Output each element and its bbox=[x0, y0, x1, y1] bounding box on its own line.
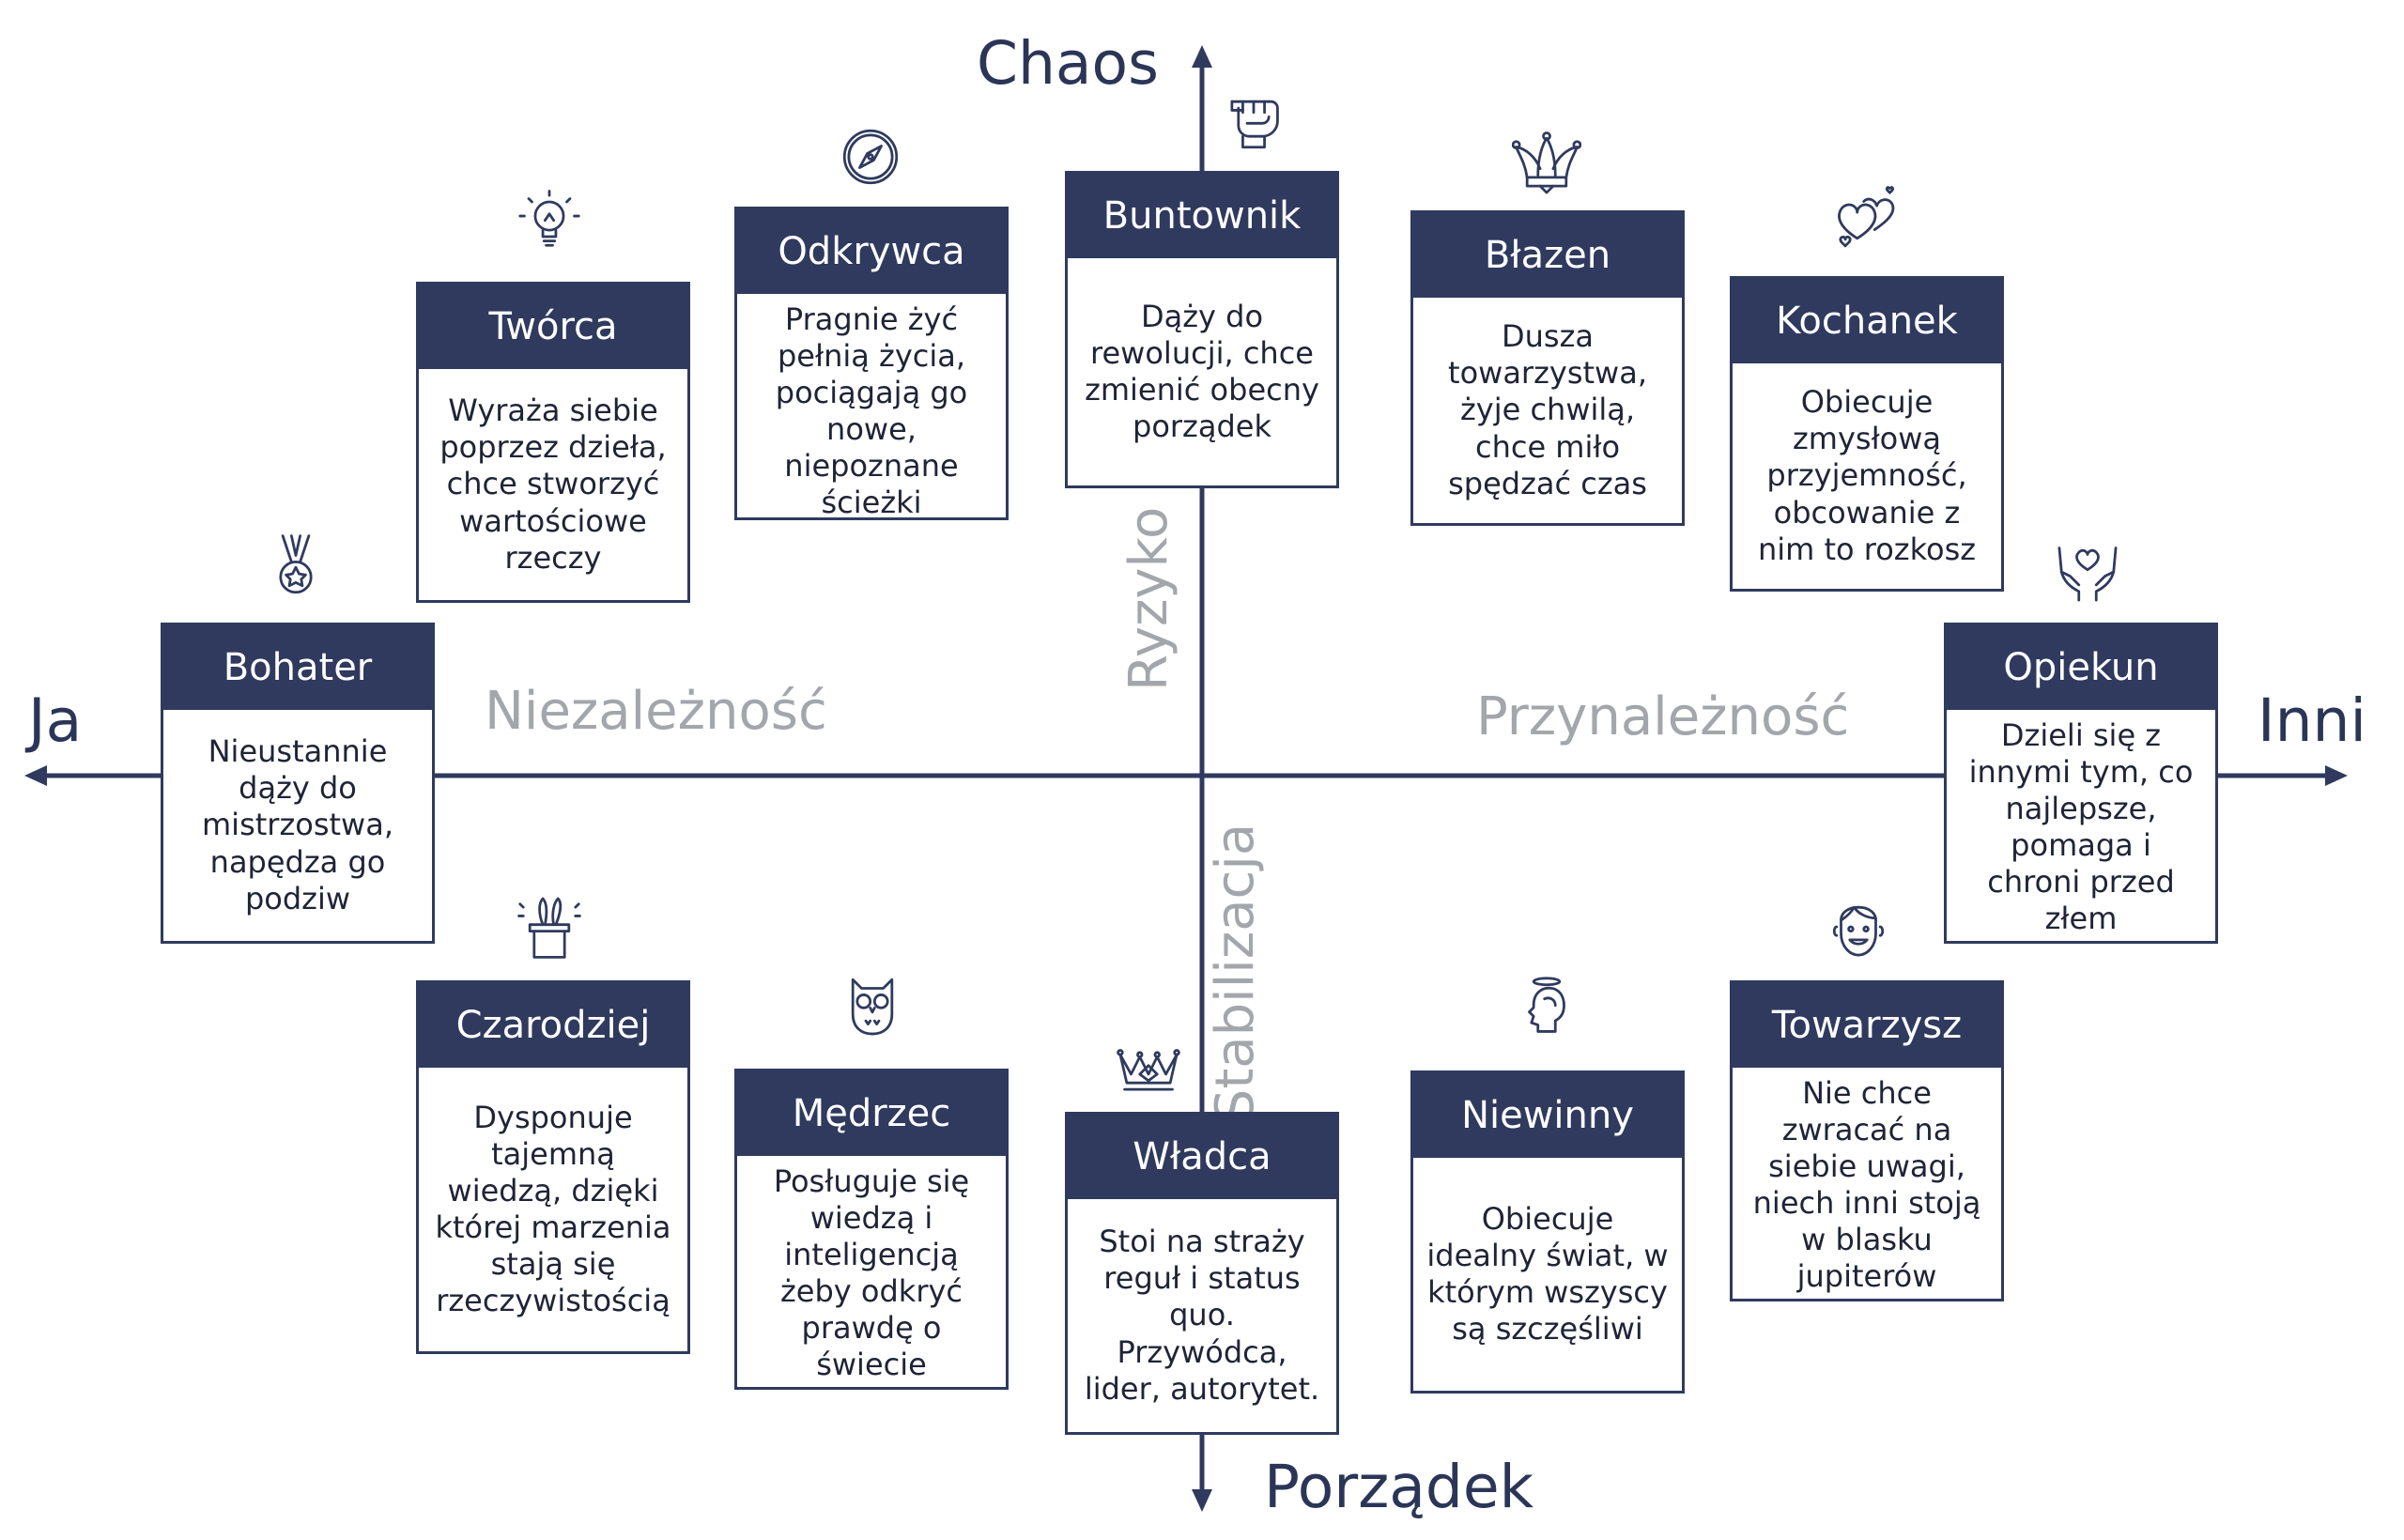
card-buntownik: Buntownik Dąży do rewolucji, chce zmieni… bbox=[1065, 171, 1339, 488]
crown-icon bbox=[1114, 1033, 1183, 1102]
jester-hat-icon bbox=[1512, 130, 1581, 199]
owl-icon bbox=[838, 971, 907, 1040]
card-opiekun: Opiekun Dzieli się z innymi tym, co najl… bbox=[1944, 623, 2218, 944]
card-kochanek: Kochanek Obiecuje zmysłową przyjemność, … bbox=[1730, 276, 2004, 592]
card-title: Twórca bbox=[419, 285, 687, 369]
card-bohater: Bohater Nieustannie dąży do mistrzostwa,… bbox=[161, 623, 435, 944]
axis-label-ryzyko: Ryzyko bbox=[1118, 506, 1179, 691]
card-title: Odkrywca bbox=[737, 209, 1006, 294]
lightbulb-icon bbox=[515, 188, 584, 257]
card-title: Władca bbox=[1068, 1115, 1336, 1199]
card-title: Niewinny bbox=[1413, 1073, 1682, 1158]
card-wladca: Władca Stoi na straży reguł i status quo… bbox=[1065, 1112, 1339, 1435]
card-niewinny: Niewinny Obiecuje idealny świat, w który… bbox=[1410, 1070, 1685, 1394]
fist-icon bbox=[1219, 86, 1288, 156]
card-tworca: Twórca Wyraża siebie poprzez dzieła, chc… bbox=[416, 282, 690, 603]
caring-hands-icon bbox=[2053, 537, 2122, 607]
magic-hat-icon bbox=[515, 892, 584, 962]
arrow-left bbox=[24, 765, 47, 786]
arrow-down bbox=[1192, 1489, 1212, 1512]
card-description: Dusza towarzystwa, żyje chwilą, chce mił… bbox=[1448, 318, 1647, 501]
card-title: Czarodziej bbox=[419, 983, 687, 1068]
compass-icon bbox=[836, 122, 905, 192]
axis-label-przynaleznosc: Przynależność bbox=[1476, 686, 1850, 747]
card-title: Kochanek bbox=[1733, 279, 2001, 363]
card-title: Towarzysz bbox=[1733, 983, 2001, 1068]
card-title: Buntownik bbox=[1068, 174, 1336, 258]
card-title: Mędrzec bbox=[737, 1071, 1006, 1156]
card-description: Obiecuje idealny świat, w którym wszyscy… bbox=[1426, 1200, 1669, 1348]
halo-head-icon bbox=[1512, 973, 1581, 1042]
axis-label-chaos: Chaos bbox=[977, 29, 1159, 98]
card-description: Nie chce zwracać na siebie uwagi, niech … bbox=[1752, 1075, 1981, 1295]
card-description: Dąży do rewolucji, chce zmienić obecny p… bbox=[1085, 298, 1319, 445]
card-title: Opiekun bbox=[1947, 625, 2215, 710]
hearts-icon bbox=[1831, 184, 1901, 254]
axis-label-stabilizacja: Stabilizacja bbox=[1205, 823, 1266, 1123]
axis-label-ja: Ja bbox=[28, 686, 83, 755]
card-towarzysz: Towarzysz Nie chce zwracać na siebie uwa… bbox=[1730, 980, 2004, 1301]
card-description: Nieustannie dąży do mistrzostwa, napędza… bbox=[202, 733, 393, 916]
card-title: Błazen bbox=[1413, 213, 1682, 298]
card-medrzec: Mędrzec Posługuje się wiedzą i inteligen… bbox=[734, 1069, 1009, 1390]
medal-icon bbox=[261, 531, 331, 601]
smiling-face-icon bbox=[1824, 892, 1893, 962]
arrow-up bbox=[1192, 45, 1212, 68]
card-description: Posługuje się wiedzą i inteligencją żeby… bbox=[773, 1163, 970, 1383]
card-description: Dysponuje tajemną wiedzą, dzięki której … bbox=[435, 1099, 671, 1319]
arrow-right bbox=[2325, 765, 2348, 786]
card-description: Dzieli się z innymi tym, co najlepsze, p… bbox=[1968, 717, 2194, 937]
card-title: Bohater bbox=[163, 625, 432, 710]
card-description: Wyraża siebie poprzez dzieła, chce stwor… bbox=[439, 393, 667, 576]
card-blazen: Błazen Dusza towarzystwa, żyje chwilą, c… bbox=[1410, 210, 1685, 526]
card-odkrywca: Odkrywca Pragnie żyć pełnią życia, pocią… bbox=[734, 207, 1009, 520]
axis-label-porzadek: Porządek bbox=[1264, 1453, 1534, 1521]
card-description: Pragnie żyć pełnią życia, pociągają go n… bbox=[775, 301, 968, 521]
axis-label-niezaleznosc: Niezależność bbox=[485, 681, 827, 742]
card-czarodziej: Czarodziej Dysponuje tajemną wiedzą, dzi… bbox=[416, 980, 690, 1354]
axis-label-inni: Inni bbox=[2258, 686, 2366, 755]
card-description: Obiecuje zmysłową przyjemność, obcowanie… bbox=[1757, 384, 1977, 567]
card-description: Stoi na straży reguł i status quo. Przyw… bbox=[1084, 1224, 1320, 1407]
